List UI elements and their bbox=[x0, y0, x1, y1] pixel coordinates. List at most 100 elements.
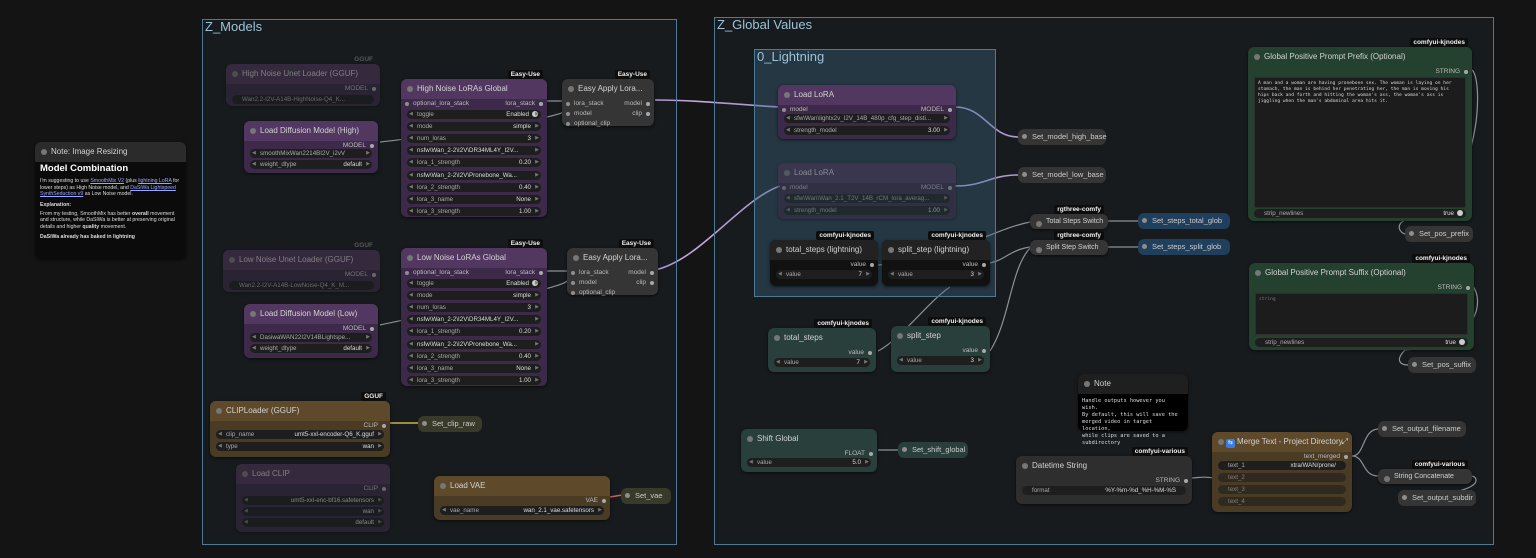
output-clip[interactable]: CLIP bbox=[364, 484, 387, 494]
set-output-subdir[interactable]: Set_output_subdir bbox=[1398, 490, 1476, 506]
set-clip-raw[interactable]: Set_clip_raw bbox=[418, 416, 482, 432]
node-cliploader-gguf[interactable]: GGUF CLIPLoader (GGUF) CLIP clip_nameumt… bbox=[210, 392, 390, 457]
output-vae[interactable]: VAE bbox=[585, 496, 606, 506]
node-load-clip[interactable]: Load CLIP CLIP umt5-xxl-enc-bf16.safeten… bbox=[236, 464, 390, 532]
output-model[interactable]: MODEL bbox=[345, 270, 377, 280]
output-lora-stack[interactable]: lora_stack bbox=[505, 268, 543, 278]
prompt-text-area[interactable]: string bbox=[1255, 293, 1468, 335]
input-model[interactable]: model bbox=[571, 278, 597, 288]
set-pos-suffix[interactable]: Set_pos_suffix bbox=[1408, 357, 1476, 373]
node-load-vae[interactable]: Load VAE VAE vae_namewan_2.1_vae.safeten… bbox=[434, 476, 610, 520]
input-optional-lora-stack[interactable]: optional_lora_stack bbox=[405, 99, 469, 109]
output-string[interactable]: STRING bbox=[1437, 283, 1470, 293]
set-vae[interactable]: Set_vae bbox=[621, 488, 671, 504]
set-model-high-base[interactable]: Set_model_high_base bbox=[1018, 129, 1107, 145]
link-lightning-lora[interactable]: lightning LoRA bbox=[138, 178, 172, 185]
expand-icon[interactable]: ⤢ bbox=[1341, 437, 1348, 446]
input-lora-stack[interactable]: lora_stack bbox=[566, 99, 604, 109]
output-model[interactable]: MODEL bbox=[921, 183, 953, 193]
set-shift-global[interactable]: Set_shift_global bbox=[898, 442, 968, 458]
node-low-noise-unet-loader[interactable]: GGUF Low Noise Unet Loader (GGUF) MODEL … bbox=[223, 242, 380, 292]
node-global-positive-prefix[interactable]: comfyui-kjnodes Global Positive Prompt P… bbox=[1248, 38, 1472, 221]
node-load-diffusion-high[interactable]: Load Diffusion Model (High) MODEL smooth… bbox=[244, 121, 378, 173]
link-dasiwa[interactable]: DaSiWa Lightspeed SynthSeduction v9 bbox=[40, 184, 176, 198]
output-model[interactable]: MODEL bbox=[343, 141, 375, 151]
lora-name-widget[interactable]: nsfw\Wan_2-2\I2V\Pronebone_Wa... bbox=[407, 339, 541, 349]
node-low-noise-loras-global[interactable]: Easy-Use Low Noise LoRAs Global optional… bbox=[401, 239, 547, 386]
input-model[interactable]: model bbox=[782, 183, 808, 193]
output-string[interactable]: STRING bbox=[1435, 67, 1468, 77]
node-high-noise-loras-global[interactable]: Easy-Use High Noise LoRAs Global optiona… bbox=[401, 70, 547, 217]
output-clip[interactable]: CLIP bbox=[364, 421, 387, 431]
output-model[interactable]: model bbox=[628, 268, 654, 278]
text4-widget[interactable]: text_4 bbox=[1218, 497, 1346, 506]
device-widget[interactable]: default bbox=[242, 518, 384, 527]
lora-name-widget[interactable]: nsfw\Wan_2-2\I2V\DR34ML4Y_I2V... bbox=[407, 146, 541, 156]
set-steps-split-glob[interactable]: Set_steps_split_glob bbox=[1138, 239, 1230, 255]
node-split-step-switch[interactable]: rgthree-comfy Split Step Switch bbox=[1030, 231, 1108, 255]
input-model[interactable]: model bbox=[782, 105, 808, 115]
output-value[interactable]: value bbox=[848, 348, 872, 358]
node-merge-text[interactable]: ⇆Merge Text - Project Directory⤢ text_me… bbox=[1212, 432, 1352, 512]
node-note[interactable]: Note Handle outputs however you wish. By… bbox=[1078, 374, 1188, 446]
output-model[interactable]: MODEL bbox=[345, 84, 377, 94]
link-smoothmix[interactable]: SmoothMix V2 bbox=[90, 178, 125, 185]
lora-name-widget[interactable]: nsfw\Wan_2-2\I2V\Pronebone_Wa... bbox=[407, 170, 541, 180]
set-pos-prefix[interactable]: Set_pos_prefix bbox=[1405, 226, 1473, 242]
unet-name-widget[interactable]: DasiwaWAN22I2V14BLightspe... bbox=[250, 333, 372, 342]
unet-name-widget[interactable]: Wan2.2-I2V-A14B-LowNoise-Q4_K_M... bbox=[229, 281, 374, 290]
output-text-merged[interactable]: text_merged bbox=[1304, 452, 1349, 462]
node-high-noise-unet-loader[interactable]: GGUF High Noise Unet Loader (GGUF) MODEL… bbox=[226, 56, 380, 106]
type-widget[interactable]: wan bbox=[242, 507, 384, 516]
node-global-positive-suffix[interactable]: comfyui-kjnodes Global Positive Prompt S… bbox=[1249, 254, 1474, 350]
input-optional-clip[interactable]: optional_clip bbox=[571, 288, 615, 298]
node-string-concatenate[interactable]: comfyui-various String Concatenate bbox=[1378, 460, 1472, 484]
output-float[interactable]: FLOAT bbox=[845, 449, 874, 459]
note-image-resizing[interactable]: Note: Image Resizing Model Combination I… bbox=[35, 142, 186, 259]
output-string[interactable]: STRING bbox=[1155, 476, 1188, 486]
node-split-step-lightning[interactable]: comfyui-kjnodes split_step (lightning) v… bbox=[882, 231, 990, 286]
output-model[interactable]: model bbox=[624, 99, 650, 109]
node-total-steps-switch[interactable]: rgthree-comfy Total Steps Switch bbox=[1030, 205, 1108, 229]
node-datetime-string[interactable]: comfyui-various Datetime String STRING f… bbox=[1016, 447, 1192, 504]
output-model[interactable]: MODEL bbox=[921, 105, 953, 115]
node-load-diffusion-low[interactable]: Load Diffusion Model (Low) MODEL DasiwaW… bbox=[244, 304, 378, 358]
unet-name-widget[interactable]: Wan2.2-I2V-A14B-HighNoise-Q4_K... bbox=[232, 95, 374, 104]
input-model[interactable]: model bbox=[566, 109, 592, 119]
node-total-steps-lightning[interactable]: comfyui-kjnodes total_steps (lightning) … bbox=[770, 231, 878, 286]
input-lora-stack[interactable]: lora_stack bbox=[571, 268, 609, 278]
lora-name-widget[interactable]: nsfw\Wan_2-2\I2V\DR34ML4Y_I2V... bbox=[407, 315, 541, 325]
set-model-low-base[interactable]: Set_model_low_base bbox=[1018, 167, 1106, 183]
output-value[interactable]: value bbox=[850, 260, 874, 270]
output-model[interactable]: MODEL bbox=[343, 324, 375, 334]
output-lora-stack[interactable]: lora_stack bbox=[505, 99, 543, 109]
output-clip[interactable]: clip bbox=[632, 109, 650, 119]
input-optional-clip[interactable]: optional_clip bbox=[566, 119, 610, 129]
input-optional-lora-stack[interactable]: optional_lora_stack bbox=[405, 268, 469, 278]
